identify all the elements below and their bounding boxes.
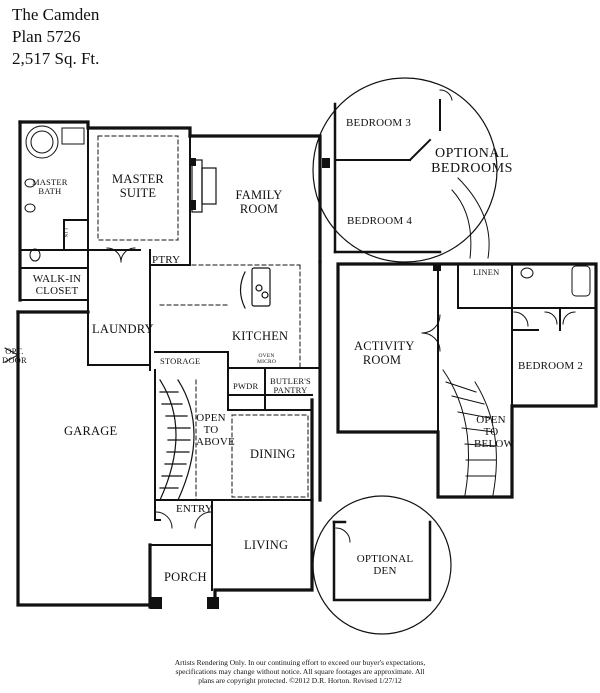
dashed-outlines — [97, 135, 309, 501]
bedroom-2-label: BEDROOM 2 — [518, 360, 584, 372]
plan-number: Plan 5726 — [12, 27, 81, 46]
main-floor-walls — [16, 120, 322, 609]
bath-fixtures — [24, 125, 591, 297]
pantry-label: PTRY — [152, 254, 181, 266]
plan-title-block: The Camden Plan 5726 2,517 Sq. Ft. — [12, 4, 99, 70]
main-stair — [159, 379, 195, 501]
kitchen-island — [239, 267, 271, 309]
laundry-label: LAUNDRY — [92, 322, 154, 336]
main-floor-interior-walls — [19, 121, 321, 591]
dining-label: DINING — [250, 447, 296, 461]
kitchen-label: KITCHEN — [232, 329, 289, 343]
storage-label: STORAGE — [160, 356, 201, 366]
linen-closet-label: LIN — [62, 228, 68, 238]
bedroom-4-label: BEDROOM 4 — [347, 215, 413, 227]
linen-label: LINEN — [473, 267, 500, 277]
upper-floor-walls — [336, 262, 598, 499]
plan-name: The Camden — [12, 5, 100, 24]
bedroom-3-label: BEDROOM 3 — [346, 117, 412, 129]
optional-door-label: OPT.DOOR — [2, 346, 27, 365]
optional-den-inset — [312, 495, 452, 635]
porch-label: PORCH — [164, 570, 207, 584]
upper-stair — [442, 369, 497, 496]
upper-floor-interior — [437, 263, 597, 433]
disclaimer-footer: Artists Rendering Only. In our continuin… — [174, 658, 426, 685]
fireplace — [191, 159, 217, 213]
plan-area: 2,517 Sq. Ft. — [12, 49, 100, 68]
upper-doors — [421, 311, 576, 352]
living-label: LIVING — [244, 538, 289, 552]
powder-room-label: PWDR — [233, 381, 259, 391]
optional-bedrooms-inset — [312, 77, 498, 263]
door-swings — [4, 247, 212, 529]
garage-label: GARAGE — [64, 424, 118, 438]
entry-label: ENTRY — [176, 503, 214, 515]
